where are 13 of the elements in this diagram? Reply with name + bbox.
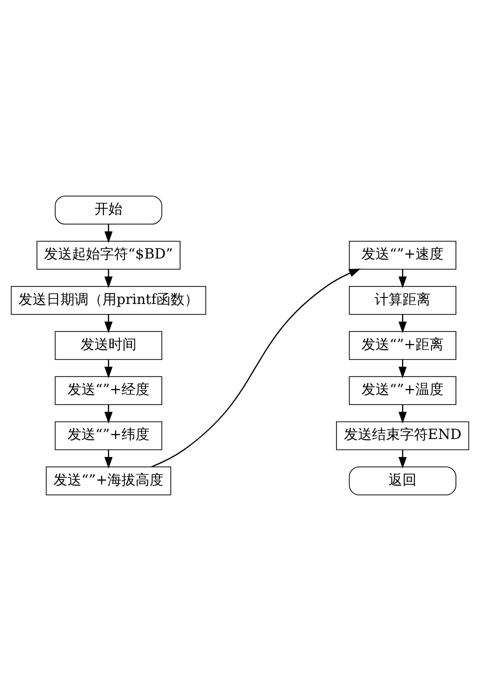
node-box: 计算距离 (348, 286, 456, 315)
node-box: 发送日期调（用printf函数） (10, 286, 206, 315)
node-box: 发送“”+经度 (54, 376, 162, 406)
node-box: 发送“”+速度 (348, 240, 456, 270)
node-box: 发送“”+海拔高度 (46, 466, 172, 496)
node-box: 发送“”+纬度 (54, 421, 162, 450)
node-box: 发送结束字符END (336, 421, 470, 450)
node-box: 发送“”+温度 (348, 376, 456, 406)
node-box: 开始 (54, 196, 162, 224)
node-box: 返回 (348, 466, 456, 496)
node-box: 发送“”+距离 (348, 331, 456, 360)
node-box: 发送起始字符“$BD” (36, 240, 180, 270)
node-box: 发送时间 (54, 331, 162, 360)
